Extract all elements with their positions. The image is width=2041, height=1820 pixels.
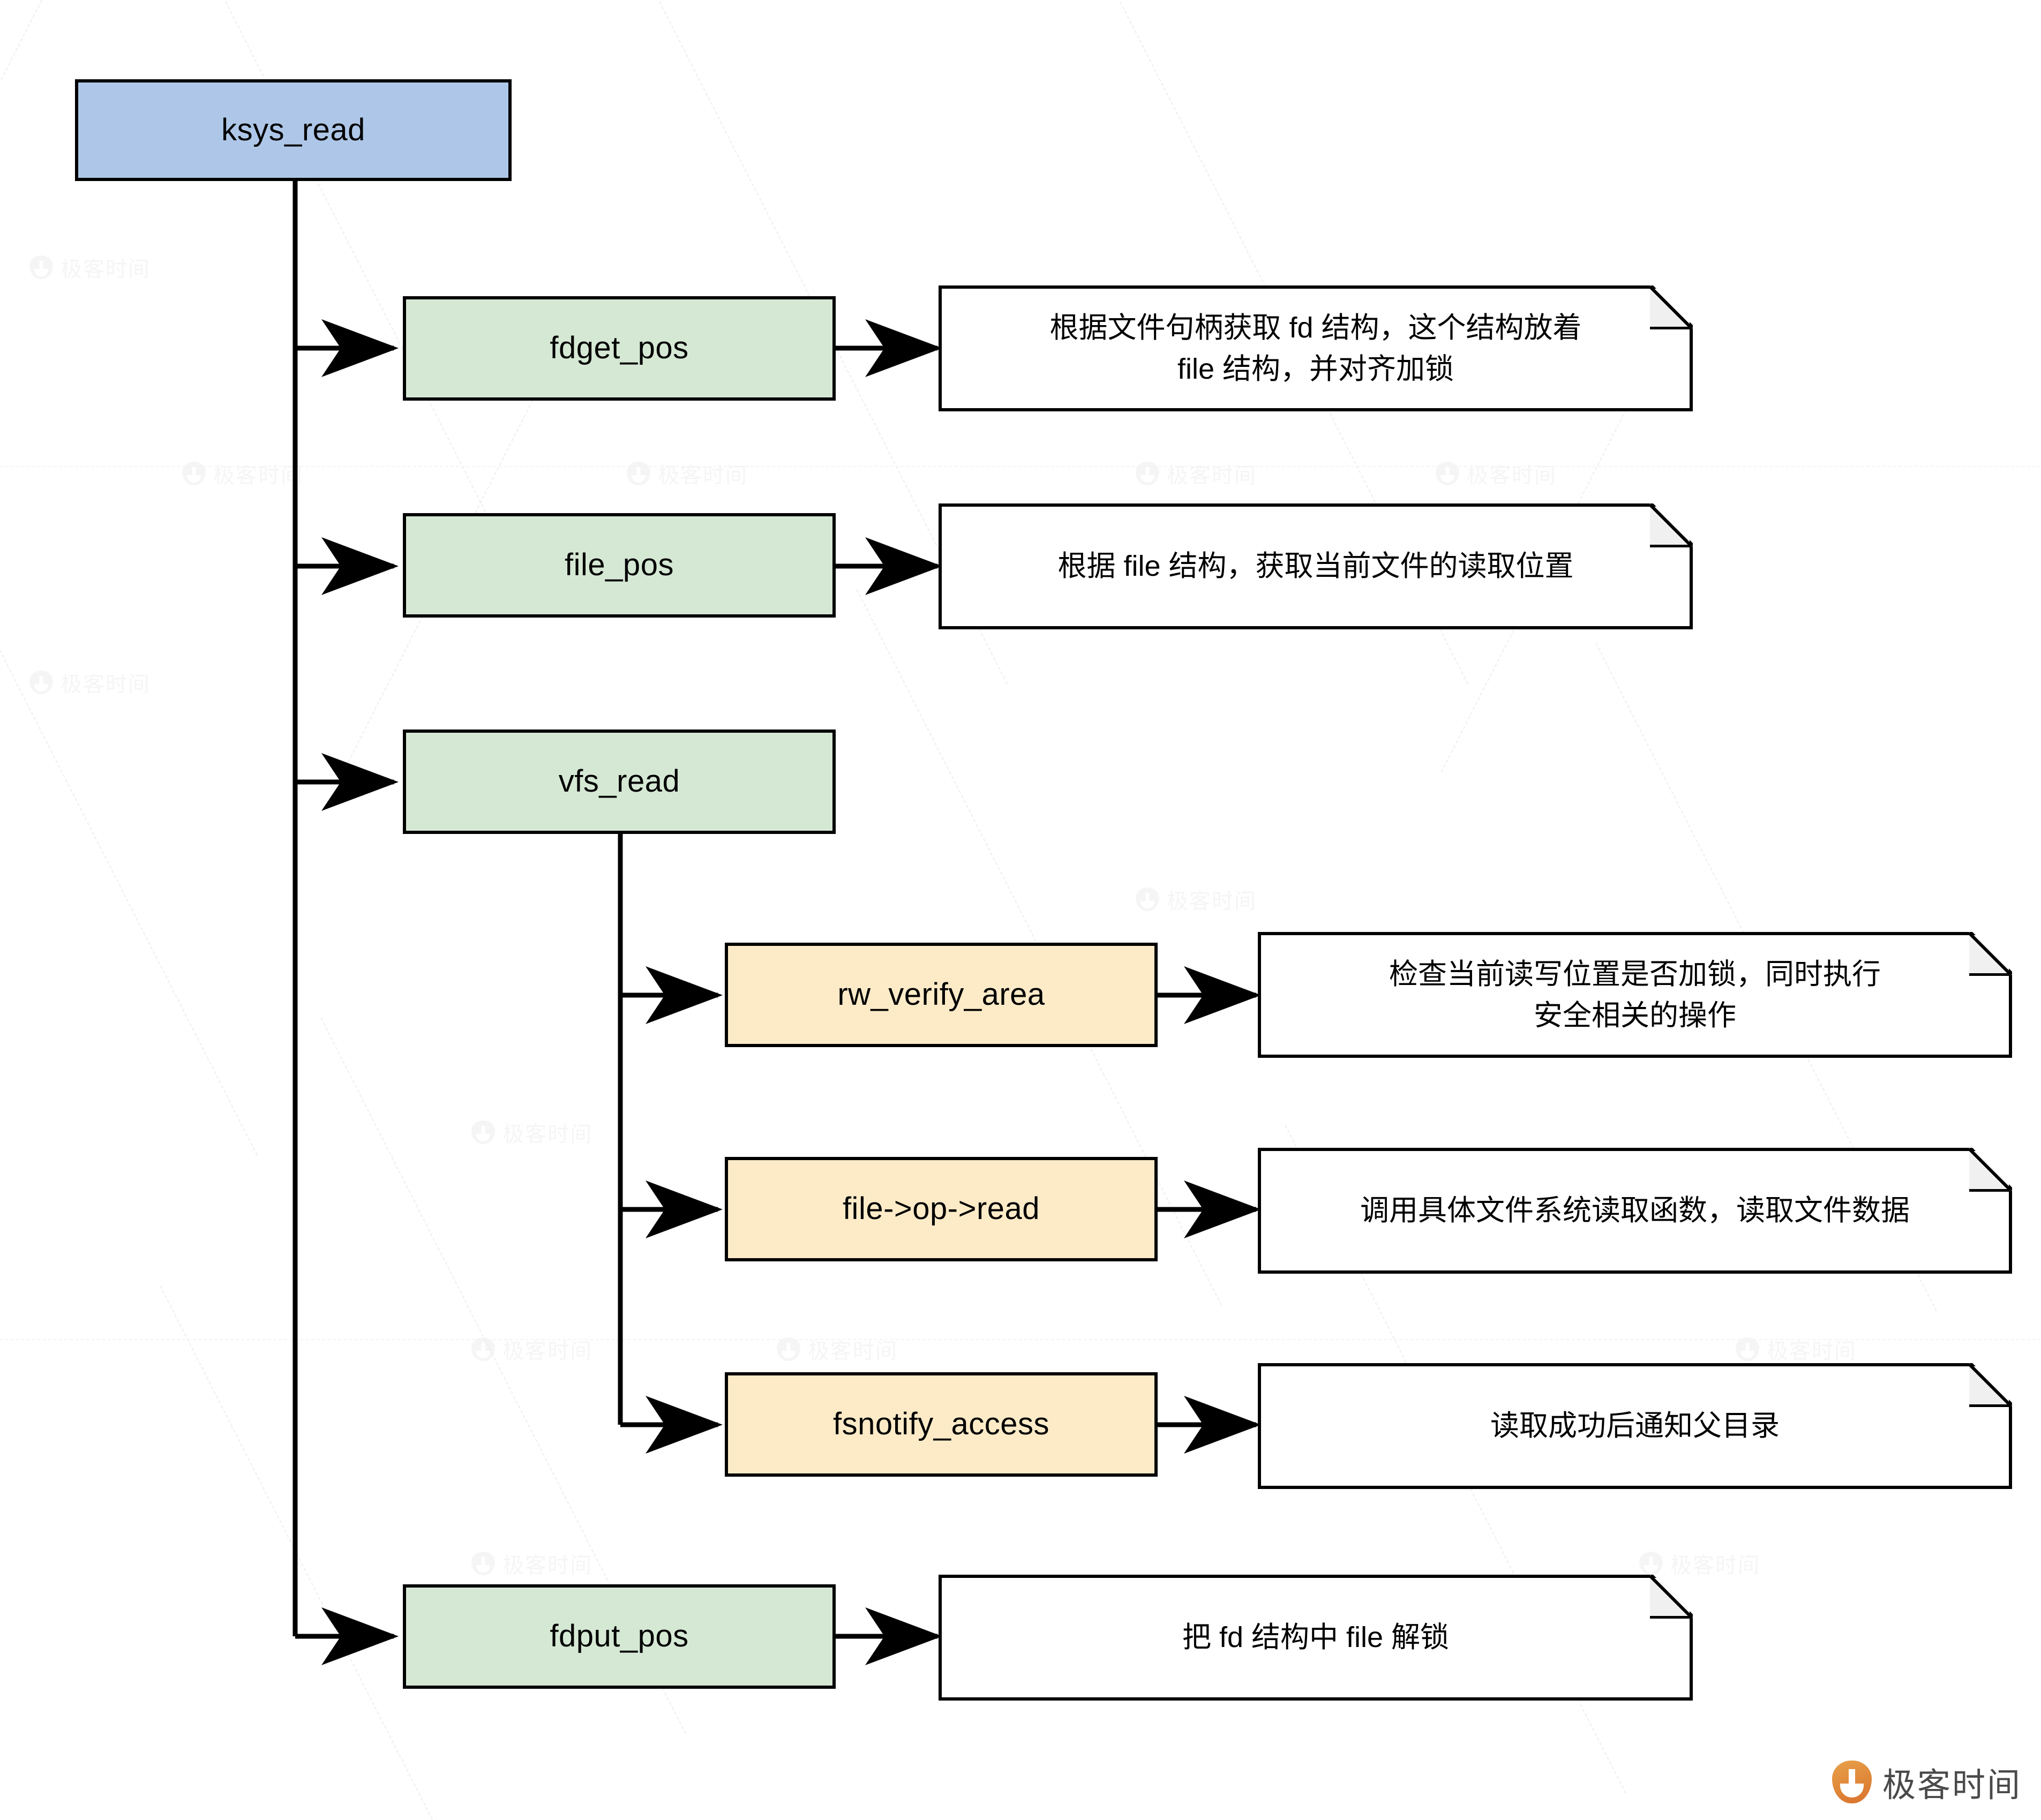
- watermark: 极客时间: [1136, 884, 1257, 915]
- geektime-mark-icon: [777, 1337, 800, 1361]
- node-ksys-read[interactable]: ksys_read: [75, 79, 512, 181]
- note-body: [939, 285, 1693, 411]
- node-label: rw_verify_area: [837, 977, 1045, 1012]
- geektime-mark-icon: [627, 462, 650, 485]
- node-label: fdget_pos: [550, 330, 689, 366]
- note-text: 把 fd 结构中 file 解锁: [1182, 1621, 1450, 1654]
- node-fdget-pos[interactable]: fdget_pos: [403, 296, 836, 401]
- watermark-text: 极客时间: [61, 258, 151, 281]
- note-text: 根据文件句柄获取 fd 结构，这个结构放着 file 结构，并对齐加锁: [1049, 311, 1582, 385]
- geektime-mark-icon: [471, 1552, 495, 1575]
- note-body: [1258, 932, 2012, 1058]
- note-text: 读取成功后通知父目录: [1490, 1410, 1780, 1442]
- note-file-op-read: 调用具体文件系统读取函数，读取文件数据: [1258, 1148, 2012, 1274]
- note-body: [939, 1575, 1693, 1701]
- watermark: 极客时间: [1436, 458, 1557, 489]
- folded-corner-edge-icon: [1968, 1148, 2012, 1192]
- watermark: 极客时间: [471, 1117, 592, 1148]
- note-fdget-pos: 根据文件句柄获取 fd 结构，这个结构放着 file 结构，并对齐加锁: [939, 285, 1693, 411]
- folded-corner-edge-icon: [1649, 503, 1693, 547]
- watermark-text: 极客时间: [1167, 890, 1257, 913]
- geektime-mark-icon: [1136, 462, 1159, 485]
- node-label: file_pos: [565, 547, 674, 583]
- watermark-text: 极客时间: [213, 464, 303, 487]
- geektime-logo-icon: [1832, 1761, 1872, 1803]
- node-label: fdput_pos: [550, 1619, 689, 1654]
- watermark-text: 极客时间: [502, 1123, 592, 1146]
- note-text: 根据 file 结构，获取当前文件的读取位置: [1057, 550, 1574, 583]
- geektime-mark-icon: [1736, 1337, 1759, 1361]
- watermark-text: 极客时间: [1167, 464, 1257, 487]
- watermark: 极客时间: [182, 458, 303, 489]
- watermark: 极客时间: [1136, 458, 1257, 489]
- note-body: [939, 503, 1693, 629]
- watermark-text: 极客时间: [1767, 1340, 1857, 1363]
- geektime-mark-icon: [1436, 462, 1459, 485]
- node-fdput-pos[interactable]: fdput_pos: [403, 1584, 836, 1689]
- brand-name: 极客时间: [1882, 1767, 2022, 1804]
- node-file-op-read[interactable]: file->op->read: [725, 1157, 1158, 1261]
- folded-corner-edge-icon: [1649, 1575, 1693, 1619]
- note-file-pos: 根据 file 结构，获取当前文件的读取位置: [939, 503, 1693, 629]
- node-label: fsnotify_access: [832, 1407, 1049, 1442]
- note-fdput-pos: 把 fd 结构中 file 解锁: [939, 1575, 1693, 1701]
- watermark: 极客时间: [29, 667, 151, 698]
- note-text: 检查当前读写位置是否加锁，同时执行 安全相关的操作: [1389, 958, 1881, 1032]
- geektime-mark-icon: [182, 462, 206, 485]
- geektime-mark-icon: [29, 255, 53, 279]
- note-text: 调用具体文件系统读取函数，读取文件数据: [1360, 1194, 1910, 1227]
- node-fsnotify-access[interactable]: fsnotify_access: [725, 1372, 1158, 1477]
- geektime-mark-icon: [29, 671, 53, 694]
- node-label: vfs_read: [558, 764, 680, 799]
- brand-logo: 极客时间: [1832, 1758, 2022, 1806]
- watermark-text: 极客时间: [808, 1340, 898, 1363]
- node-label: file->op->read: [842, 1191, 1040, 1227]
- watermark: 极客时间: [777, 1334, 898, 1365]
- note-fsnotify-access: 读取成功后通知父目录: [1258, 1363, 2012, 1489]
- node-label: ksys_read: [221, 112, 365, 147]
- folded-corner-edge-icon: [1968, 932, 2012, 976]
- node-vfs-read[interactable]: vfs_read: [403, 729, 836, 834]
- watermark-text: 极客时间: [502, 1340, 592, 1363]
- watermark: 极客时间: [1736, 1334, 1857, 1365]
- geektime-mark-icon: [1639, 1552, 1663, 1575]
- watermark: 极客时间: [471, 1548, 592, 1579]
- watermark: 极客时间: [29, 252, 151, 283]
- node-file-pos[interactable]: file_pos: [403, 513, 836, 618]
- folded-corner-edge-icon: [1649, 285, 1693, 329]
- watermark-text: 极客时间: [61, 673, 151, 696]
- geektime-mark-icon: [471, 1337, 495, 1361]
- note-body: [1258, 1363, 2012, 1489]
- node-rw-verify-area[interactable]: rw_verify_area: [725, 943, 1158, 1047]
- note-rw-verify-area: 检查当前读写位置是否加锁，同时执行 安全相关的操作: [1258, 932, 2012, 1058]
- note-body: [1258, 1148, 2012, 1274]
- watermark-text: 极客时间: [502, 1554, 592, 1577]
- watermark: 极客时间: [627, 458, 748, 489]
- geektime-mark-icon: [1136, 888, 1159, 911]
- watermark: 极客时间: [471, 1334, 592, 1365]
- folded-corner-edge-icon: [1968, 1363, 2012, 1407]
- watermark-text: 极客时间: [1467, 464, 1557, 487]
- watermark-text: 极客时间: [658, 464, 748, 487]
- geektime-mark-icon: [471, 1120, 495, 1144]
